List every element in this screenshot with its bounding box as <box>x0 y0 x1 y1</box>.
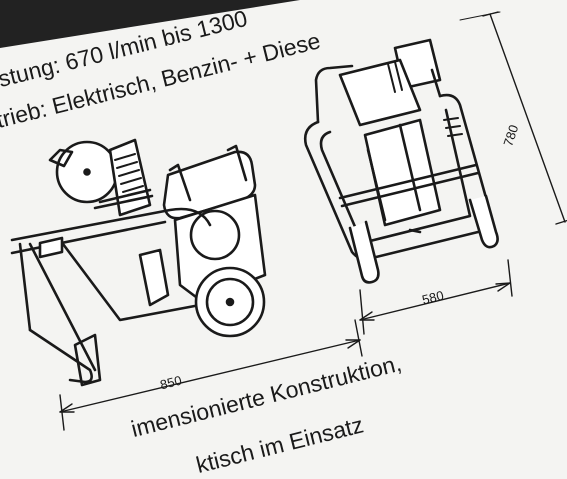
dark-header-band <box>0 0 300 48</box>
front-view-drawing <box>303 38 499 284</box>
side-view-drawing <box>10 138 267 387</box>
dimension-lines <box>59 11 567 431</box>
machine-illustration <box>10 11 567 431</box>
